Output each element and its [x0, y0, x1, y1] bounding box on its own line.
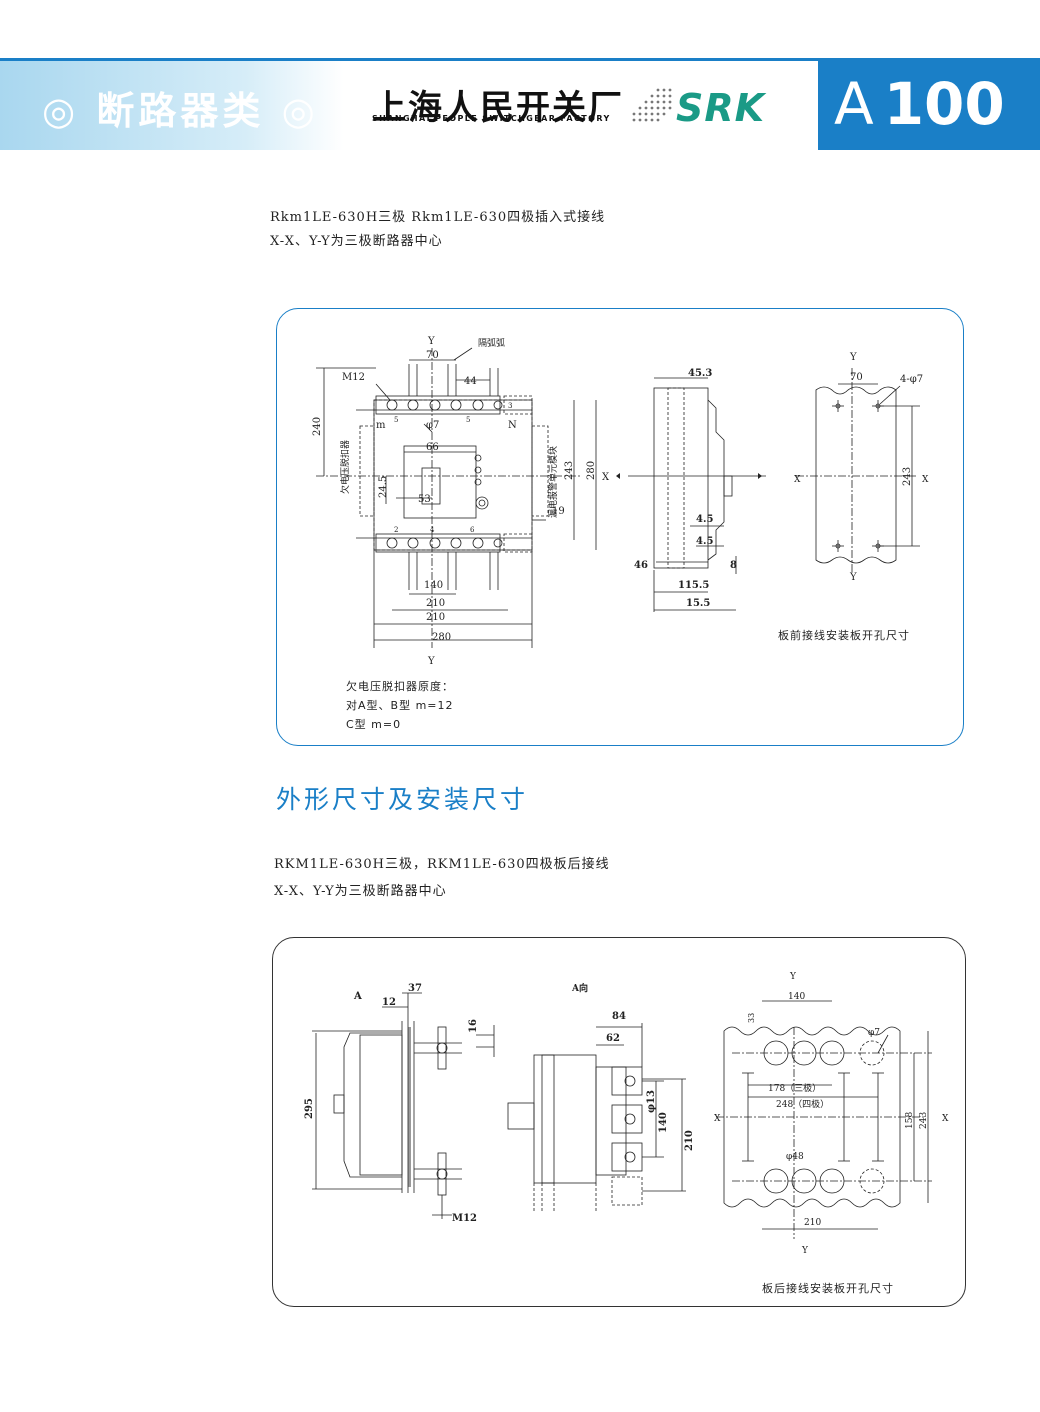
fig2-dim-12: 12 [382, 997, 396, 1008]
section1-line2: X-X、Y-Y为三极断路器中心 [270, 234, 443, 249]
fig1-x-left: X [602, 472, 610, 483]
fig2-dim-37: 37 [408, 983, 422, 994]
fig1-dim-66: 66 [426, 442, 439, 453]
fig2-dim-210: 210 [684, 1130, 695, 1151]
fig1-arc-label: 隔弧弧 [478, 337, 505, 349]
fig1-uv-release-label: 欠电压脱扣器 [339, 440, 351, 494]
fig2-dim-210b: 210 [804, 1218, 821, 1228]
fig1-term-4: 4 [430, 526, 435, 534]
fig1-dim-210a: 210 [426, 598, 445, 609]
fig1-dim-115-5: 115.5 [678, 580, 709, 591]
fig2-dim-178: 178（三极） [768, 1082, 821, 1094]
fig1-plate-y-bottom: Y [849, 572, 857, 583]
fig1-note2: 对A型、B型 m=12 [346, 699, 454, 712]
fig1-plate-dim-243: 243 [902, 467, 913, 486]
fig1-m: m [376, 420, 386, 431]
fig1-dim-280b: 280 [432, 632, 451, 643]
drawing-panel-rear [272, 937, 966, 1307]
fig1-term-5: 5 [394, 416, 398, 424]
drawing-panel-front [276, 308, 964, 746]
fig2-caption: 板后接线安装板开孔尺寸 [762, 1282, 894, 1295]
fig1-caption: 板前接线安装板开孔尺寸 [778, 629, 910, 642]
fig2-dim-295: 295 [304, 1098, 315, 1119]
fig2-phi48: φ48 [786, 1152, 804, 1162]
fig1-dim-280: 280 [586, 461, 597, 480]
fig1-term-2: 2 [394, 526, 398, 534]
fig1-dim-46: 46 [634, 560, 648, 571]
fig2-m12: M12 [452, 1213, 477, 1224]
fig1-m12: M12 [342, 372, 365, 383]
fig2-dim-158: 158 [905, 1112, 915, 1129]
fig2-a-label: A [353, 991, 362, 1002]
header-top-rule [0, 58, 1040, 61]
fig1-dim-140: 140 [424, 580, 443, 591]
fig2-dim-248: 248（四极） [776, 1098, 829, 1110]
fig2-dim-84: 84 [612, 1011, 626, 1022]
section2-line2: X-X、Y-Y为三极断路器中心 [274, 884, 447, 899]
fig2-dim-243: 243 [919, 1112, 929, 1129]
fig1-dim-210b: 210 [426, 612, 445, 623]
fig1-phi7: φ7 [426, 420, 439, 431]
fig2-phi7: φ7 [868, 1028, 880, 1038]
fig1-dim-4-5b: 4.5 [696, 536, 713, 547]
fig1-leak-unit-label: 漏电报警单元模块 [547, 446, 559, 518]
fig1-plate-x-left: X [794, 475, 801, 485]
fig2-dim-16: 16 [468, 1019, 479, 1033]
fig2-x-left: X [714, 1114, 721, 1124]
fig2-x-right: X [942, 1114, 949, 1124]
fig1-y-bottom: Y [427, 656, 435, 667]
header-gradient-band [0, 58, 818, 150]
section-title: 外形尺寸及安装尺寸 [276, 785, 529, 814]
page-header: ◎ 断路器类 ◎ 上海人民开关厂 SHANGHAI PEOPLE SWITCHG… [0, 58, 1040, 150]
fig1-term-3: 3 [508, 402, 512, 410]
fig1-term-6: 6 [470, 526, 475, 534]
fig2-phi13: φ13 [646, 1090, 657, 1113]
fig1-y-top: Y [427, 336, 435, 347]
fig2-dim-140: 140 [658, 1112, 669, 1133]
fig1-dim-15-5: 15.5 [686, 598, 710, 609]
fig1-dim-19: 19 [552, 506, 565, 517]
fig1-dim-240: 240 [312, 417, 323, 436]
company-name-en: SHANGHAI PEOPLE SWITCHGEAR FACTORY [372, 114, 611, 123]
fig1-dim-44: 44 [464, 376, 477, 387]
fig2-y-bottom: Y [801, 1246, 809, 1256]
fig1-dim-45-3: 45.3 [688, 368, 712, 379]
brand-logo: SRK [676, 86, 766, 130]
fig1-plate-dim-70: 70 [850, 372, 863, 383]
fig1-plate-y-top: Y [849, 352, 857, 363]
fig1-dim-70: 70 [426, 350, 439, 361]
page-code-letter: A [834, 70, 874, 138]
dot-pattern-icon [632, 88, 672, 122]
fig2-dim-62: 62 [606, 1033, 620, 1044]
fig1-dim-8: 8 [730, 560, 737, 571]
front-wiring-drawing: Y 70 隔弧弧 44 M12 φ7 m N 66 53 280 140 210… [312, 336, 929, 667]
fig1-note1: 欠电压脱扣器原度： [346, 680, 454, 693]
fig1-n: N [508, 420, 517, 431]
fig1-dim-24-5: 24.5 [378, 476, 389, 498]
section1-line1: Rkm1LE-630H三极 Rkm1LE-630四极插入式接线 [270, 210, 606, 225]
rear-wiring-drawing: A 37 12 16 295 M12 A向 84 62 φ13 140 210 … [304, 972, 949, 1256]
fig2-dim-140b: 140 [788, 992, 805, 1002]
page-code-number: 100 [883, 70, 1005, 138]
company-name-cn: 上海人民开关厂 [372, 88, 624, 128]
section2-line1: RKM1LE-630H三极，RKM1LE-630四极板后接线 [274, 857, 610, 872]
fig2-y-top: Y [789, 972, 797, 982]
header-category: ◎ 断路器类 ◎ [42, 89, 319, 133]
fig1-plate-x-right: X [922, 475, 929, 485]
fig2-dim-33: 33 [747, 1013, 756, 1023]
fig1-dim-243: 243 [564, 461, 575, 480]
fig1-term-5b: 5 [466, 416, 470, 424]
fig2-a-direction: A向 [571, 982, 588, 994]
fig1-plate-4phi7: 4-φ7 [900, 374, 923, 385]
fig1-note3: C型 m=0 [346, 718, 402, 731]
fig1-dim-4-5a: 4.5 [696, 514, 713, 525]
fig1-dim-53: 53 [418, 494, 431, 505]
